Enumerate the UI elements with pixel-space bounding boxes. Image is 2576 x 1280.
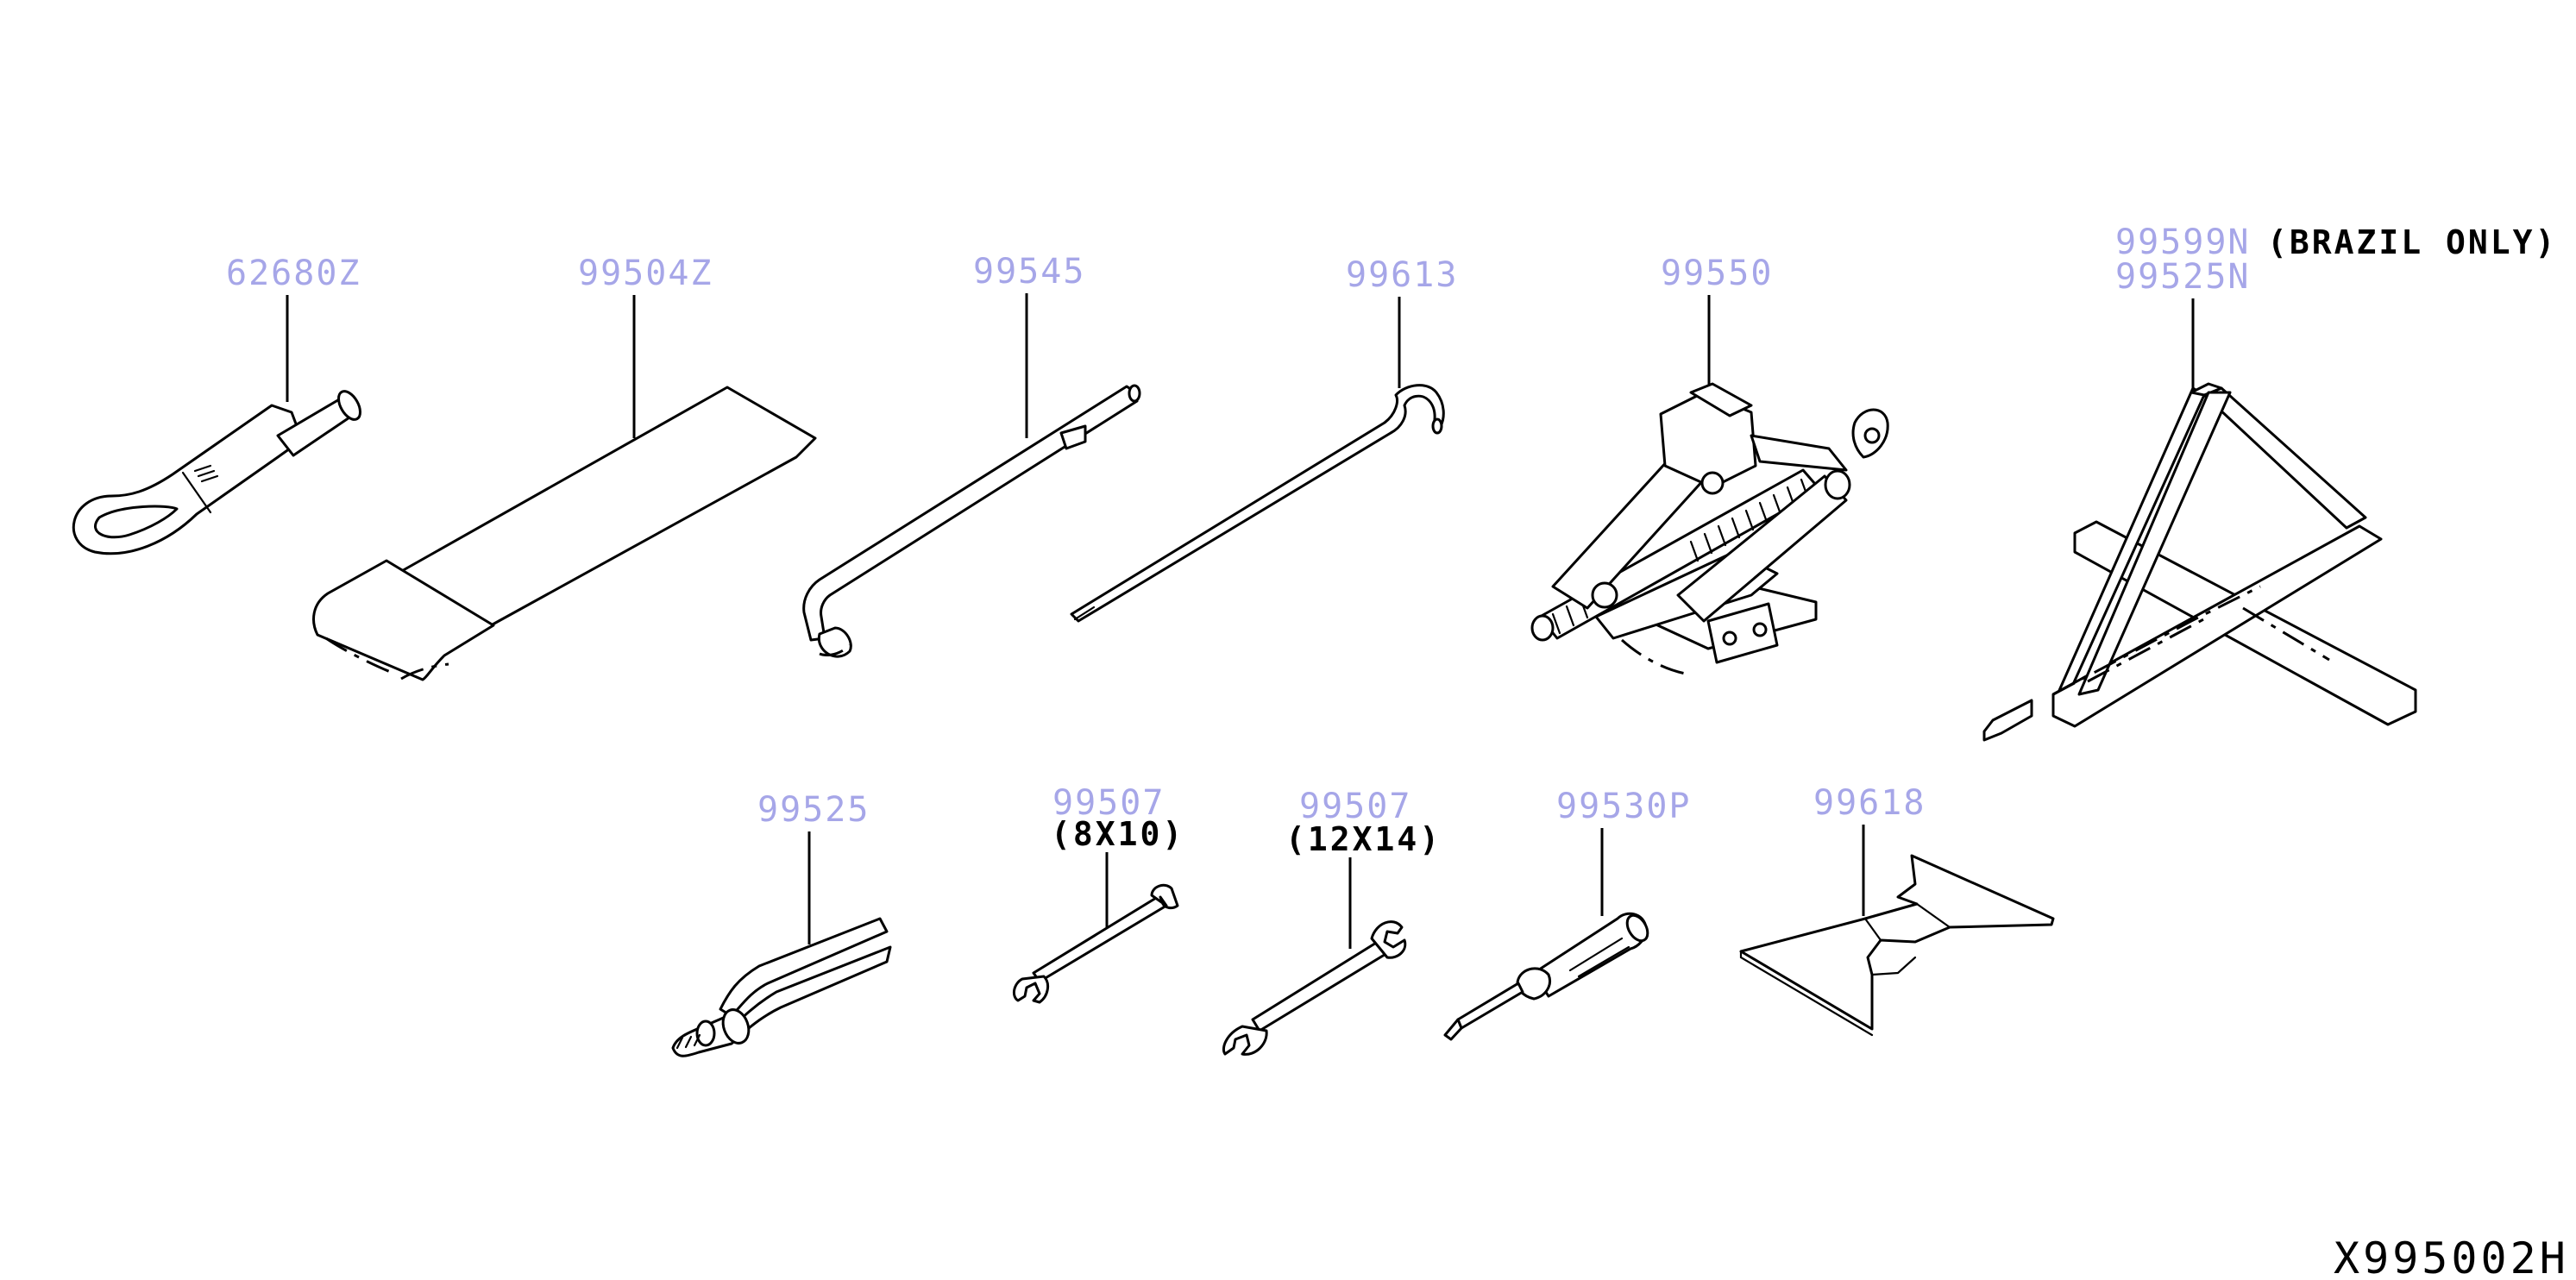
part-number-99504Z[interactable]: 99504Z bbox=[578, 254, 713, 293]
spanner-small-drawing bbox=[1012, 883, 1179, 1004]
leader-lines bbox=[286, 293, 2195, 949]
warning-triangle-drawing bbox=[1982, 382, 2417, 742]
wheel-nut-wrench-drawing bbox=[802, 384, 1141, 658]
spanner-large-drawing bbox=[1222, 920, 1407, 1056]
note-12x14: (12X14) bbox=[1285, 820, 1442, 858]
part-number-99507-small[interactable]: 99507 bbox=[1052, 783, 1165, 823]
part-number-99507-large[interactable]: 99507 bbox=[1299, 787, 1411, 826]
part-number-99525N[interactable]: 99525N bbox=[2115, 257, 2251, 297]
note-8x10: (8X10) bbox=[1051, 815, 1184, 853]
tool-bag-drawing bbox=[312, 386, 817, 681]
part-number-99530P[interactable]: 99530P bbox=[1556, 787, 1692, 826]
note-brazil-only: (BRAZIL ONLY) bbox=[2267, 223, 2557, 261]
pliers-drawing bbox=[671, 917, 892, 1057]
towing-hook-drawing bbox=[72, 390, 361, 555]
part-number-99525[interactable]: 99525 bbox=[757, 790, 870, 830]
part-number-99618[interactable]: 99618 bbox=[1813, 783, 1926, 823]
part-number-62680Z[interactable]: 62680Z bbox=[226, 254, 361, 293]
tool-wrap-drawing bbox=[1739, 854, 2055, 1037]
diagram-code: X995002H bbox=[2334, 1233, 2569, 1280]
jack-drawing bbox=[1530, 382, 1889, 676]
part-number-99599N[interactable]: 99599N bbox=[2115, 223, 2251, 262]
jack-handle-drawing bbox=[1070, 384, 1445, 623]
part-number-99613[interactable]: 99613 bbox=[1346, 255, 1458, 295]
part-number-99545[interactable]: 99545 bbox=[973, 252, 1085, 292]
part-number-99550[interactable]: 99550 bbox=[1661, 254, 1773, 293]
screwdriver-drawing bbox=[1443, 912, 1649, 1041]
